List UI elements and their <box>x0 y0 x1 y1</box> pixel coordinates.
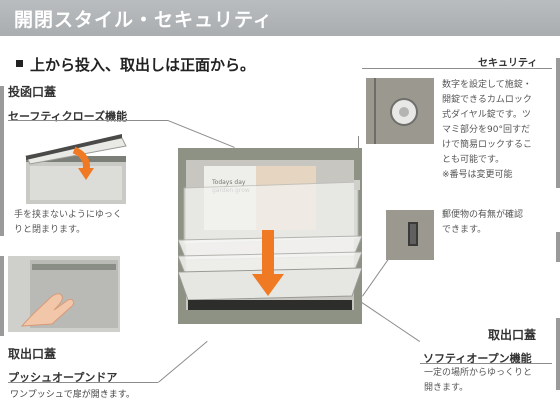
section-bar-right-bottom <box>556 318 560 390</box>
section-title-takeout-lid-right: 取出口蓋 <box>488 328 537 342</box>
section-bar-left-top <box>0 86 4 236</box>
desc-line: 一定の場所からゆっくりと <box>424 368 533 378</box>
svg-text:Todays day: Todays day <box>211 179 246 186</box>
window-photo <box>386 210 434 260</box>
feature-safety-close: セーフティクローズ機能 <box>8 110 128 123</box>
door-illustration <box>8 256 120 332</box>
leader-line <box>158 340 208 383</box>
desc-line: マミ部分を90°回すだ <box>442 125 530 135</box>
push-open-desc: ワンプッシュで扉が開きます。 <box>10 390 135 400</box>
leader-line <box>167 120 235 148</box>
window-icon <box>386 210 434 260</box>
desc-line: とも可能です。 <box>442 155 505 165</box>
soft-open-desc: 一定の場所からゆっくりと 開きます。 <box>424 366 554 396</box>
dial-lock-icon <box>366 78 434 144</box>
desc-line: 数字を設定して施錠・ <box>442 80 532 90</box>
arrow-down-icon <box>252 230 284 296</box>
section-title-takeout-lid: 取出口蓋 <box>8 347 57 361</box>
feature-soft-open: ソフティオープン機能 <box>423 352 532 365</box>
leader-line <box>8 382 158 383</box>
desc-line: できます。 <box>442 225 487 235</box>
door-photo <box>8 256 120 332</box>
page-title: 開閉スタイル・セキュリティ <box>14 9 273 31</box>
section-title-security: セキュリティ <box>478 58 538 69</box>
section-title-drop-lid: 投函口蓋 <box>8 85 57 99</box>
lid-illustration <box>25 134 127 204</box>
section-bar-left-bottom <box>0 256 4 336</box>
hand-icon <box>20 293 75 327</box>
desc-line: 式ダイヤル錠です。ツ <box>442 110 531 120</box>
desc-line: 郵便物の有無が確認 <box>442 210 524 220</box>
safety-close-desc: 手を挟まないようにゆっく りと閉まります。 <box>14 208 154 238</box>
security-desc: 数字を設定して施錠・ 開錠できるカムロック 式ダイヤル錠です。ツ マミ部分を90… <box>442 78 554 183</box>
lid-photo <box>22 126 134 204</box>
arrow-down-icon <box>72 146 90 171</box>
leader-line <box>361 302 421 342</box>
window-desc: 郵便物の有無が確認 できます。 <box>442 208 554 238</box>
leader-line <box>8 120 168 121</box>
leader-line <box>362 68 552 69</box>
desc-line: 開きます。 <box>424 383 469 393</box>
feature-push-open: プッシュオープンドア <box>8 371 118 384</box>
desc-line: 手を挟まないようにゆっく <box>14 210 122 220</box>
mailbox-illustration: Todays day garden grow <box>177 148 363 324</box>
section-bar-right-middle <box>556 232 560 262</box>
desc-line: 開錠できるカムロック <box>442 95 532 105</box>
security-photo <box>366 78 434 144</box>
desc-line: ※番号は変更可能 <box>442 170 513 180</box>
page-subtitle: 上から投入、取出しは正面から。 <box>16 54 255 75</box>
desc-line: りと閉まります。 <box>14 225 86 235</box>
leader-line <box>420 363 552 364</box>
section-bar-right-top <box>556 58 560 188</box>
header-band <box>0 0 560 36</box>
desc-line: けで簡易ロックするこ <box>442 140 533 150</box>
